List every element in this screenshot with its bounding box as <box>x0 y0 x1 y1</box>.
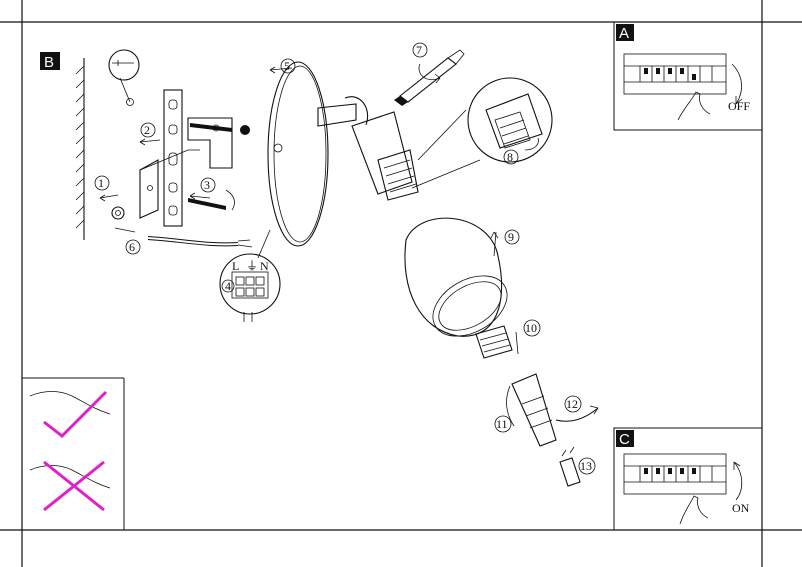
step-8: 8 <box>503 149 519 165</box>
svg-text:12: 12 <box>566 397 578 411</box>
check-mark-icon <box>43 390 108 438</box>
lamp-shade <box>404 217 508 337</box>
panel-b-marker: B <box>40 52 60 71</box>
svg-text:2: 2 <box>144 123 150 137</box>
svg-text:1: 1 <box>98 176 104 190</box>
step-5: 5 <box>280 58 296 74</box>
step-2: 2 <box>140 122 156 138</box>
step-4: 4 <box>221 279 235 293</box>
svg-text:3: 3 <box>204 178 210 192</box>
mounting-bracket <box>139 117 233 219</box>
terminal-label-earth: ⏚ <box>246 259 258 273</box>
panel-b-letter: B <box>44 54 54 71</box>
step-arrows-b <box>99 138 235 233</box>
lamp-arm-socket <box>317 96 419 201</box>
step-numbers: 1 2 3 4 5 6 7 8 9 10 11 12 13 <box>94 42 596 475</box>
svg-text:10: 10 <box>525 321 537 335</box>
svg-text:5: 5 <box>284 59 290 73</box>
panel-a-caption: OFF <box>728 99 750 113</box>
breaker-panel-icon <box>623 53 727 95</box>
screwdriver-icon <box>394 49 465 106</box>
ring-nut <box>475 325 519 359</box>
step-13: 13 <box>578 457 596 475</box>
svg-text:4: 4 <box>225 279 231 293</box>
lamp-backplate <box>267 61 329 247</box>
terminal-label-n: N <box>260 259 269 273</box>
svg-text:13: 13 <box>580 459 592 473</box>
panel-a-letter: A <box>619 25 629 42</box>
svg-text:7: 7 <box>416 43 422 57</box>
wall-hatching <box>75 58 85 240</box>
step-6: 6 <box>125 239 141 255</box>
terminal-block: L ⏚ N <box>219 229 281 322</box>
svg-text:8: 8 <box>507 150 513 164</box>
step-10: 10 <box>523 319 541 337</box>
breaker-panel-icon <box>623 453 727 495</box>
svg-text:11: 11 <box>496 417 508 431</box>
hand-icon <box>679 495 709 525</box>
step-11: 11 <box>494 415 512 433</box>
supply-cable <box>147 236 253 248</box>
screw-icon <box>111 123 250 220</box>
off-direction-arrow <box>731 63 742 105</box>
panel-c-letter: C <box>619 431 630 448</box>
cross-mark-icon <box>43 460 105 512</box>
svg-text:6: 6 <box>129 240 135 254</box>
mounting-plate <box>163 89 183 227</box>
step-12: 12 <box>564 395 582 413</box>
on-direction-arrow <box>733 461 743 501</box>
step-1: 1 <box>94 175 110 191</box>
panel-c-caption: ON <box>732 501 750 515</box>
step-7: 7 <box>412 42 428 58</box>
panel-a: A OFF <box>613 21 763 131</box>
hand-icon <box>677 91 711 121</box>
step-3: 3 <box>200 177 216 193</box>
bulb-holder <box>506 373 599 447</box>
do-dont-panel <box>29 390 111 512</box>
terminal-label-l: L <box>232 259 239 273</box>
bulb-icon <box>559 446 581 487</box>
socket-detail <box>411 77 553 189</box>
drill-hole-detail <box>108 49 140 106</box>
step-9: 9 <box>504 229 520 245</box>
svg-text:9: 9 <box>508 230 514 244</box>
hand-icon <box>29 391 111 489</box>
panel-c: C ON <box>613 427 763 531</box>
